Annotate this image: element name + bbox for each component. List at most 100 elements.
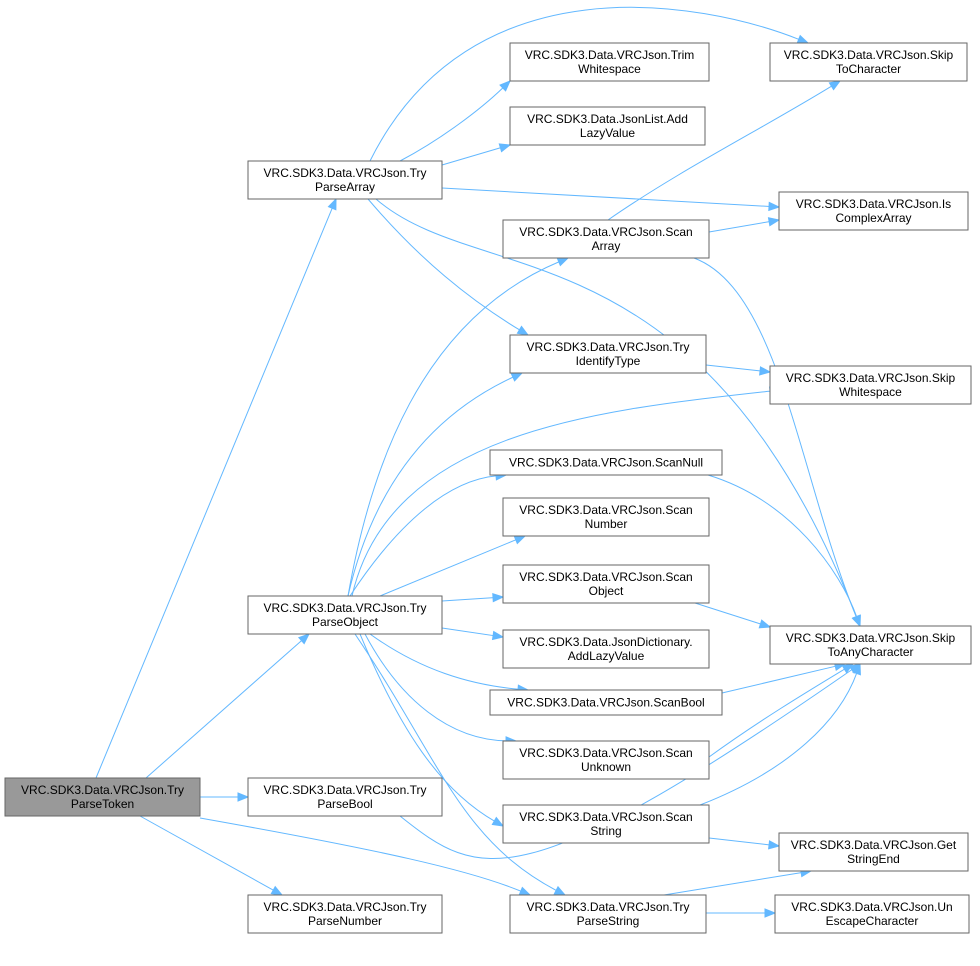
edge-line: [441, 627, 495, 637]
nodes-layer: VRC.SDK3.Data.VRCJson.TrimWhitespaceVRC.…: [4, 42, 972, 934]
node-label-line: ParseArray: [315, 180, 375, 194]
node-label-line: VRC.SDK3.Data.VRCJson.Scan: [519, 810, 692, 824]
edge-line: [607, 85, 833, 221]
node-box: [502, 564, 710, 604]
edge-try-identify-to-skip-ws: [705, 364, 772, 376]
edge-line: [708, 837, 771, 846]
node-label-line: Unknown: [581, 760, 631, 774]
arrowhead-icon: [553, 885, 567, 896]
node-jsondictionary-add-lazy-value[interactable]: VRC.SDK3.Data.JsonDictionary.AddLazyValu…: [502, 629, 710, 669]
edge-scan-array-to-skip-to-char: [607, 80, 842, 221]
node-box: [247, 777, 443, 817]
edge-line: [399, 86, 504, 162]
edge-line: [441, 147, 502, 166]
arrowhead-icon: [767, 217, 781, 227]
arrowhead-icon: [518, 886, 532, 896]
node-label-line: ParseBool: [317, 797, 372, 811]
node-label-line: VRC.SDK3.Data.VRCJson.Scan: [519, 503, 692, 517]
arrowhead-icon: [764, 908, 777, 918]
node-label-line: VRC.SDK3.Data.VRCJson.Try: [264, 900, 427, 914]
edge-scan-string-to-skip-to-any: [699, 662, 861, 806]
arrowhead-icon: [852, 614, 861, 628]
node-box: [509, 894, 707, 934]
edges-layer: [95, 6, 862, 918]
node-box: [247, 595, 443, 635]
node-label-line: VRC.SDK3.Data.VRCJson.Try: [527, 900, 690, 914]
node-scan-bool[interactable]: VRC.SDK3.Data.VRCJson.ScanBool: [489, 689, 723, 716]
edge-try-parse-object-to-scan-unknown: [364, 633, 518, 746]
node-label-line: VRC.SDK3.Data.VRCJson.ScanBool: [507, 696, 704, 710]
arrowhead-icon: [758, 619, 772, 629]
edge-line: [199, 817, 522, 892]
edge-try-parse-string-to-get-string-end: [663, 868, 813, 896]
edge-line: [699, 672, 858, 806]
node-label-line: LazyValue: [580, 126, 635, 140]
node-label-line: StringEnd: [847, 852, 900, 866]
edge-line: [364, 633, 508, 742]
arrowhead-icon: [491, 816, 505, 827]
edge-line: [663, 871, 803, 896]
node-label-line: VRC.SDK3.Data.VRCJson.Un: [791, 900, 952, 914]
arrowhead-icon: [327, 197, 337, 211]
arrowhead-icon: [498, 143, 512, 153]
node-box: [509, 334, 707, 374]
edge-line: [95, 207, 334, 779]
node-jsonlist-add-lazy-value[interactable]: VRC.SDK3.Data.JsonList.AddLazyValue: [509, 106, 706, 146]
edge-scan-unknown-to-skip-to-any: [708, 663, 855, 758]
arrowhead-icon: [270, 885, 284, 896]
node-label-line: Array: [592, 239, 621, 253]
node-label-line: IdentifyType: [576, 354, 641, 368]
edge-try-parse-array-to-try-identify: [367, 198, 530, 336]
edge-line: [369, 6, 800, 162]
node-label-line: VRC.SDK3.Data.VRCJson.Try: [264, 601, 427, 615]
edge-line: [139, 815, 275, 892]
edge-line: [441, 187, 771, 207]
node-box: [778, 191, 969, 231]
node-label-line: VRC.SDK3.Data.VRCJson.Try: [264, 166, 427, 180]
node-box: [509, 106, 706, 146]
edge-scan-bool-to-skip-to-any: [721, 661, 847, 694]
arrowhead-icon: [768, 840, 781, 850]
edge-line: [367, 198, 521, 331]
arrowhead-icon: [848, 663, 862, 674]
arrowhead-icon: [237, 792, 250, 802]
node-label-line: ToCharacter: [836, 62, 901, 76]
node-box: [778, 832, 969, 872]
edge-line: [379, 538, 517, 597]
node-label-line: VRC.SDK3.Data.VRCJson.Skip: [784, 48, 954, 62]
edge-try-parse-array-to-jsonlist-add: [441, 143, 512, 166]
node-box: [509, 42, 710, 82]
node-scan-null[interactable]: VRC.SDK3.Data.VRCJson.ScanNull: [489, 449, 723, 476]
node-box: [489, 449, 723, 476]
node-label-line: VRC.SDK3.Data.VRCJson.ScanNull: [509, 456, 703, 470]
edge-line: [145, 639, 303, 779]
edge-try-parse-array-to-trim-ws: [399, 80, 511, 162]
node-label-line: Object: [589, 584, 624, 598]
node-label-line: Whitespace: [839, 385, 902, 399]
node-box: [502, 219, 710, 259]
arrowhead-icon: [828, 80, 842, 91]
arrowhead-icon: [516, 325, 530, 336]
edge-try-parse-array-to-skip-to-any: [375, 198, 861, 628]
node-box: [4, 777, 201, 817]
